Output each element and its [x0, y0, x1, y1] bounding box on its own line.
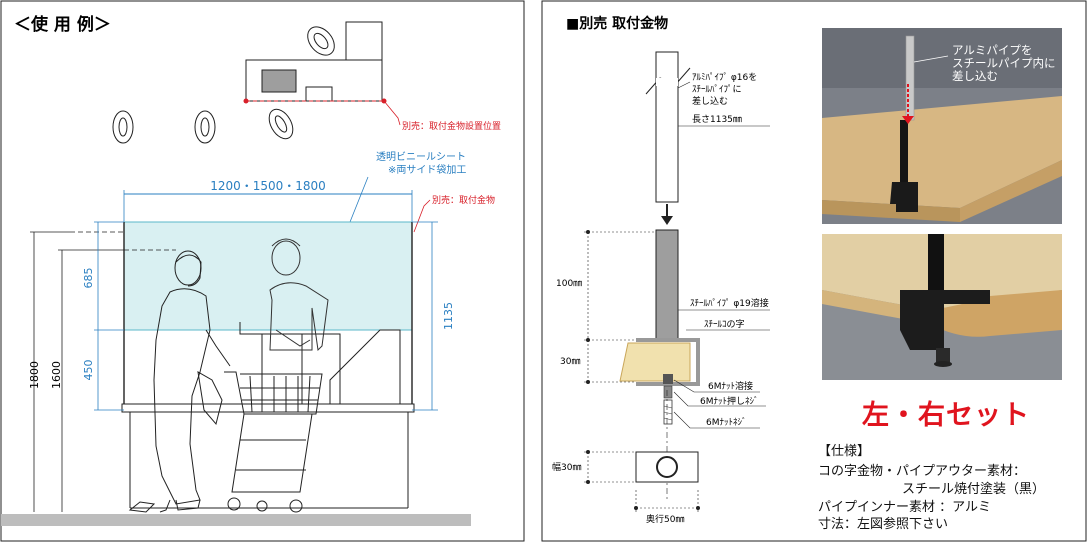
photo-caption-line1: アルミパイプを	[952, 43, 1033, 57]
alu-pipe-label-1: ｱﾙﾐﾊﾟｲﾌﾟ φ16を	[692, 72, 757, 83]
insert-arrow-head	[661, 216, 673, 225]
nut-screw	[663, 399, 673, 425]
screw-thread-2	[663, 411, 673, 415]
bottom-view-hole	[656, 456, 678, 478]
alu-pipe-label-2: ｽﾁｰﾙﾊﾟｲﾌﾟに	[692, 84, 742, 95]
nut-screw-label: 6Mﾅｯﾄﾈｼﾞ	[706, 417, 747, 428]
push-screw-leader	[673, 391, 766, 407]
height-dimensions	[30, 231, 124, 512]
install-position-label: 別売：取付金物設置位置	[402, 120, 501, 132]
alu-pipe-label-3: 差し込む	[692, 95, 728, 107]
vinyl-sheet	[123, 221, 413, 331]
dim-685: 685	[82, 268, 95, 289]
dim-1135: 1135	[442, 302, 455, 330]
spec-line-3: パイプインナー素材 ：アルミ	[818, 500, 992, 515]
dim-dot-3	[586, 380, 590, 384]
channel-label: ｽﾁｰﾙｺの字	[704, 318, 745, 330]
dim-100: 100㎜	[556, 279, 582, 289]
vinyl-sheet-label: 透明ビニールシート	[376, 151, 466, 163]
steel-pipe	[655, 229, 679, 341]
push-screw-label: 6Mﾅｯﾄ押しﾈｼﾞ	[700, 395, 759, 407]
dim-dot-6	[634, 506, 638, 510]
weld-nut	[663, 374, 673, 384]
photo-caption: アルミパイプを スチールパイプ内に 差し込む	[952, 44, 1056, 83]
dim-1800: 1800	[28, 361, 41, 389]
customer-figure	[128, 250, 231, 513]
photo-caption-line3: 差し込む	[952, 69, 998, 83]
blue-dimensions	[94, 221, 438, 411]
bracket-section-title: ■別売 取付金物	[566, 15, 668, 32]
spec-line-2: スチール焼付塗装（黒）	[902, 482, 1046, 497]
bracket-label: 別売：取付金物	[432, 194, 495, 206]
alu-leader	[677, 81, 691, 89]
dim-width30: 幅30㎜	[552, 461, 581, 473]
weld-nut-label: 6Mﾅｯﾄ溶接	[708, 380, 753, 392]
dim-dot-4	[586, 450, 590, 454]
spec-line-1: コの字金物・パイプアウター素材：	[818, 464, 1027, 479]
floor	[1, 514, 471, 526]
install-leader	[383, 100, 401, 126]
usage-example-title: ＜使 用 例＞	[14, 14, 111, 35]
weld-nut-leader	[673, 379, 760, 393]
vinyl-sheet-note: ※両サイド袋加工	[388, 163, 466, 176]
screw-thread-3	[663, 417, 673, 421]
dim-depth50: 奥行50㎜	[646, 513, 684, 525]
photo-caption-line2: スチールパイプ内に	[952, 56, 1056, 70]
shopping-cart	[224, 371, 323, 513]
dim-dot-7	[696, 506, 700, 510]
top-view-plan	[112, 21, 383, 144]
install-point-left	[243, 98, 249, 104]
right-panel-frame	[541, 0, 1087, 542]
table-board	[619, 342, 691, 382]
dim-450: 450	[82, 360, 95, 381]
push-screw	[663, 385, 673, 399]
screw-thread-1	[663, 405, 673, 409]
dim-dot-1	[586, 230, 590, 234]
left-right-set-label: 左・右セット	[862, 400, 1030, 431]
photo-top	[822, 28, 1062, 224]
aluminum-pipe	[655, 51, 679, 203]
cashier-figure	[269, 238, 329, 352]
nut-screw-leader	[673, 411, 760, 429]
register	[239, 322, 401, 405]
dim-30: 30㎜	[560, 357, 580, 367]
width-options: 1200・1500・1800	[210, 179, 326, 193]
spec-heading: 【仕様】	[818, 444, 871, 459]
counter	[121, 403, 415, 509]
photo-bottom	[822, 234, 1062, 380]
spec-line-4: 寸法：左図参照下さい	[818, 517, 949, 532]
steel-pipe-label: ｽﾁｰﾙﾊﾟｲﾌﾟ φ19溶接	[690, 297, 769, 309]
dim-dot-2	[586, 338, 590, 342]
pipe-break-gap	[656, 78, 678, 86]
dim-dot-5	[586, 480, 590, 484]
length-label: 長さ1135㎜	[692, 114, 742, 125]
bracket-leader	[413, 199, 431, 233]
bracket-vertical-dims	[584, 231, 699, 512]
dim-1600: 1600	[50, 361, 63, 389]
left-panel-frame	[0, 0, 525, 542]
